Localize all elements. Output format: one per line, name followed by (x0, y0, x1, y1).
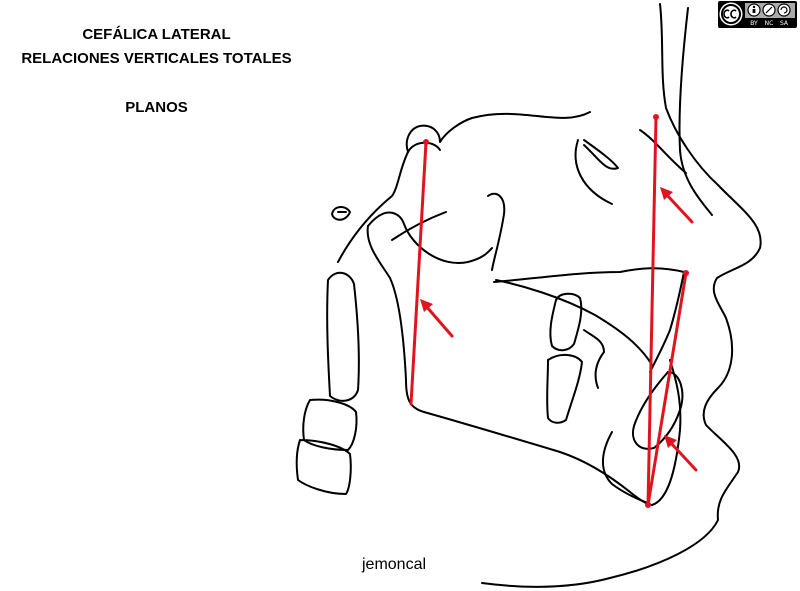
author-credit: jemoncal (362, 556, 427, 573)
arrow-posterior (420, 299, 454, 338)
coronoid (487, 192, 506, 271)
soft-tissue-profile (481, 3, 762, 588)
cranial-base (337, 111, 591, 263)
arrow-anterior-upper (660, 187, 694, 224)
vertebra-c3 (302, 398, 358, 451)
license-tag-sa: SA (780, 20, 789, 27)
lower-facial-plane (646, 271, 688, 507)
title-line-1: CEFÁLICA LATERAL (82, 26, 231, 43)
vertebra-c4 (295, 439, 352, 495)
posterior-vertical-plane (409, 140, 428, 406)
title-line-2: RELACIONES VERTICALES TOTALES (21, 50, 292, 67)
molar-lower (546, 354, 583, 424)
molar-upper (549, 292, 583, 352)
title-line-3: PLANOS (125, 99, 188, 116)
ear-rod (331, 206, 351, 221)
license-tag-by: BY (750, 20, 758, 27)
anterior-vertical-plane (646, 115, 658, 507)
maxilla-line (495, 279, 653, 366)
arrow-anterior-lower (664, 435, 698, 472)
mandible (366, 225, 682, 506)
ramus-notch (367, 211, 493, 264)
nasal-bone (678, 7, 713, 216)
license-tag-nc: NC (765, 20, 774, 27)
palatal-plane (493, 267, 685, 373)
creative-commons-by-nc-sa-icon: BY NC SA (718, 1, 797, 28)
symphysis (602, 431, 651, 505)
vertebra-c2 (326, 271, 360, 402)
orbit (574, 139, 619, 205)
incisors (632, 371, 684, 450)
